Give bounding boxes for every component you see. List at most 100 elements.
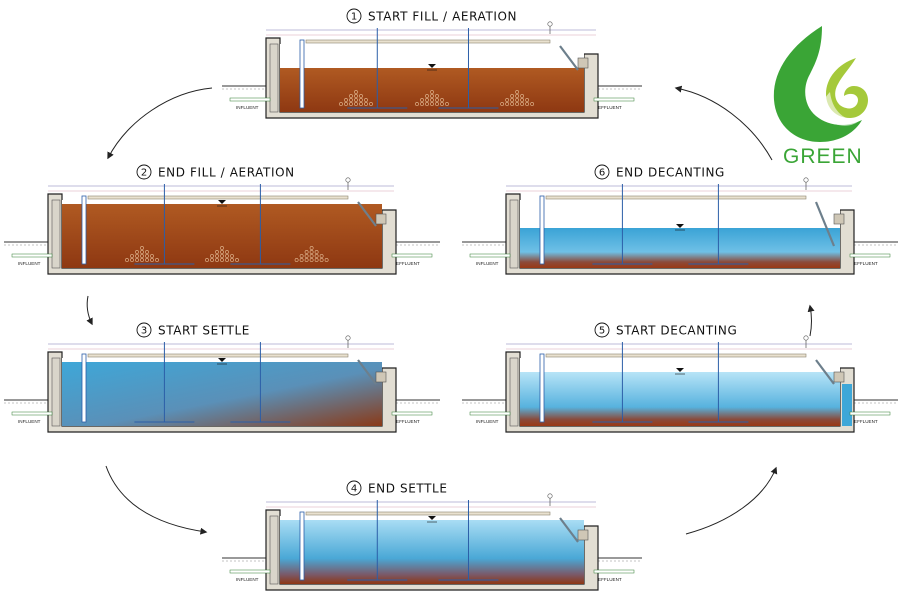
cycle-arrows — [86, 85, 815, 535]
influent-pipe — [469, 411, 511, 416]
effluent-pipe — [593, 569, 635, 574]
influent-label: INFLUENT — [236, 577, 259, 582]
stage-number-circle — [346, 8, 362, 24]
stage-number-circle — [136, 322, 152, 338]
inlet-pipe — [539, 195, 545, 265]
operator-figure-head — [547, 493, 553, 499]
aeration-bubbles — [339, 90, 535, 106]
stage-number: 2 — [141, 168, 147, 179]
inlet-chamber — [509, 357, 519, 427]
effluent-label: EFFLUENT — [598, 105, 622, 110]
stage-title: START FILL / AERATION — [368, 10, 517, 24]
tank-liquid — [62, 362, 382, 426]
water-level-marker — [428, 64, 436, 68]
effluent-label: EFFLUENT — [854, 261, 878, 266]
effluent-label: EFFLUENT — [854, 419, 878, 424]
arrow-4-to-5 — [685, 466, 778, 535]
inlet-pipe — [81, 353, 87, 423]
inlet-chamber — [269, 515, 279, 585]
operator-figure-head — [803, 177, 809, 183]
walkway-bridge — [305, 39, 551, 44]
stage-number-circle — [594, 322, 610, 338]
influent-label: INFLUENT — [18, 261, 41, 266]
effluent-pipe — [391, 411, 433, 416]
water-level-marker — [428, 516, 436, 520]
arrow-2-to-3 — [86, 295, 93, 326]
decanter-box — [375, 371, 387, 383]
effluent-pipe — [849, 253, 891, 258]
effluent-pipe — [593, 97, 635, 102]
arrow-6-to-1 — [674, 85, 773, 161]
effluent-label: EFFLUENT — [396, 261, 420, 266]
operator-figure-head — [345, 177, 351, 183]
influent-label: INFLUENT — [236, 105, 259, 110]
decanter-box — [577, 57, 589, 69]
inlet-chamber — [509, 199, 519, 269]
inlet-pipe — [299, 39, 305, 109]
walkway-bridge — [305, 511, 551, 516]
stage-panel-6: 6 END DECANTING INFLUENT EFFLUENT — [462, 164, 898, 275]
stage-title: START DECANTING — [616, 324, 737, 338]
walkway-bridge — [545, 195, 807, 200]
stage-panel-4: 4 END SETTLE INFLUENT EFFLUENT — [222, 480, 642, 591]
effluent-label: EFFLUENT — [396, 419, 420, 424]
decanter-arm — [559, 517, 579, 543]
green-leaf-logo-icon — [773, 26, 868, 142]
water-level-marker — [676, 368, 684, 372]
inlet-pipe — [81, 195, 87, 265]
stage-title: END DECANTING — [616, 166, 725, 180]
stage-title: END FILL / AERATION — [158, 166, 295, 180]
arrow-1-to-2 — [107, 87, 213, 160]
decanter-box — [375, 213, 387, 225]
influent-pipe — [469, 253, 511, 258]
tank-headspace — [520, 358, 840, 372]
decanter-arm — [815, 359, 835, 385]
walkway-bridge — [87, 195, 349, 200]
stage-number: 3 — [141, 326, 147, 337]
inlet-chamber — [269, 43, 279, 113]
stage-panel-2: 2 END FILL / AERATION INFLUENT EFFLUENT — [4, 164, 440, 275]
influent-pipe — [229, 569, 271, 574]
operator-figure-head — [803, 335, 809, 341]
decanter-box — [833, 213, 845, 225]
water-level-marker — [218, 200, 226, 204]
inlet-pipe — [299, 511, 305, 581]
stage-title: END SETTLE — [368, 482, 448, 496]
decanter-arm — [814, 201, 836, 247]
decanter-arm — [357, 201, 377, 227]
influent-label: INFLUENT — [476, 261, 499, 266]
operator-figure-head — [345, 335, 351, 341]
inlet-chamber — [51, 357, 61, 427]
effluent-pipe — [391, 253, 433, 258]
decanter-arm — [559, 45, 579, 71]
decanter-box — [577, 529, 589, 541]
water-level-marker — [676, 224, 684, 228]
influent-label: INFLUENT — [476, 419, 499, 424]
decanter-box — [833, 371, 845, 383]
stage-title: START SETTLE — [158, 324, 250, 338]
decanter-arm — [357, 359, 377, 385]
operator-figure-head — [547, 21, 553, 27]
stage-number: 6 — [599, 168, 605, 179]
tank-headspace — [520, 200, 840, 228]
tank-liquid — [280, 520, 584, 584]
stage-number-circle — [136, 164, 152, 180]
effluent-chamber-water — [842, 384, 852, 426]
stage-number-circle — [594, 164, 610, 180]
logo-text: GREEN — [783, 145, 863, 168]
water-level-marker — [218, 358, 226, 362]
walkway-bridge — [545, 353, 807, 358]
inlet-pipe — [539, 353, 545, 423]
tank-liquid — [520, 372, 840, 426]
tank-liquid — [520, 228, 840, 268]
effluent-pipe — [849, 411, 891, 416]
arrow-3-to-4 — [105, 465, 208, 535]
stage-number: 4 — [351, 484, 357, 495]
arrow-5-to-6 — [807, 304, 815, 337]
effluent-label: EFFLUENT — [598, 577, 622, 582]
